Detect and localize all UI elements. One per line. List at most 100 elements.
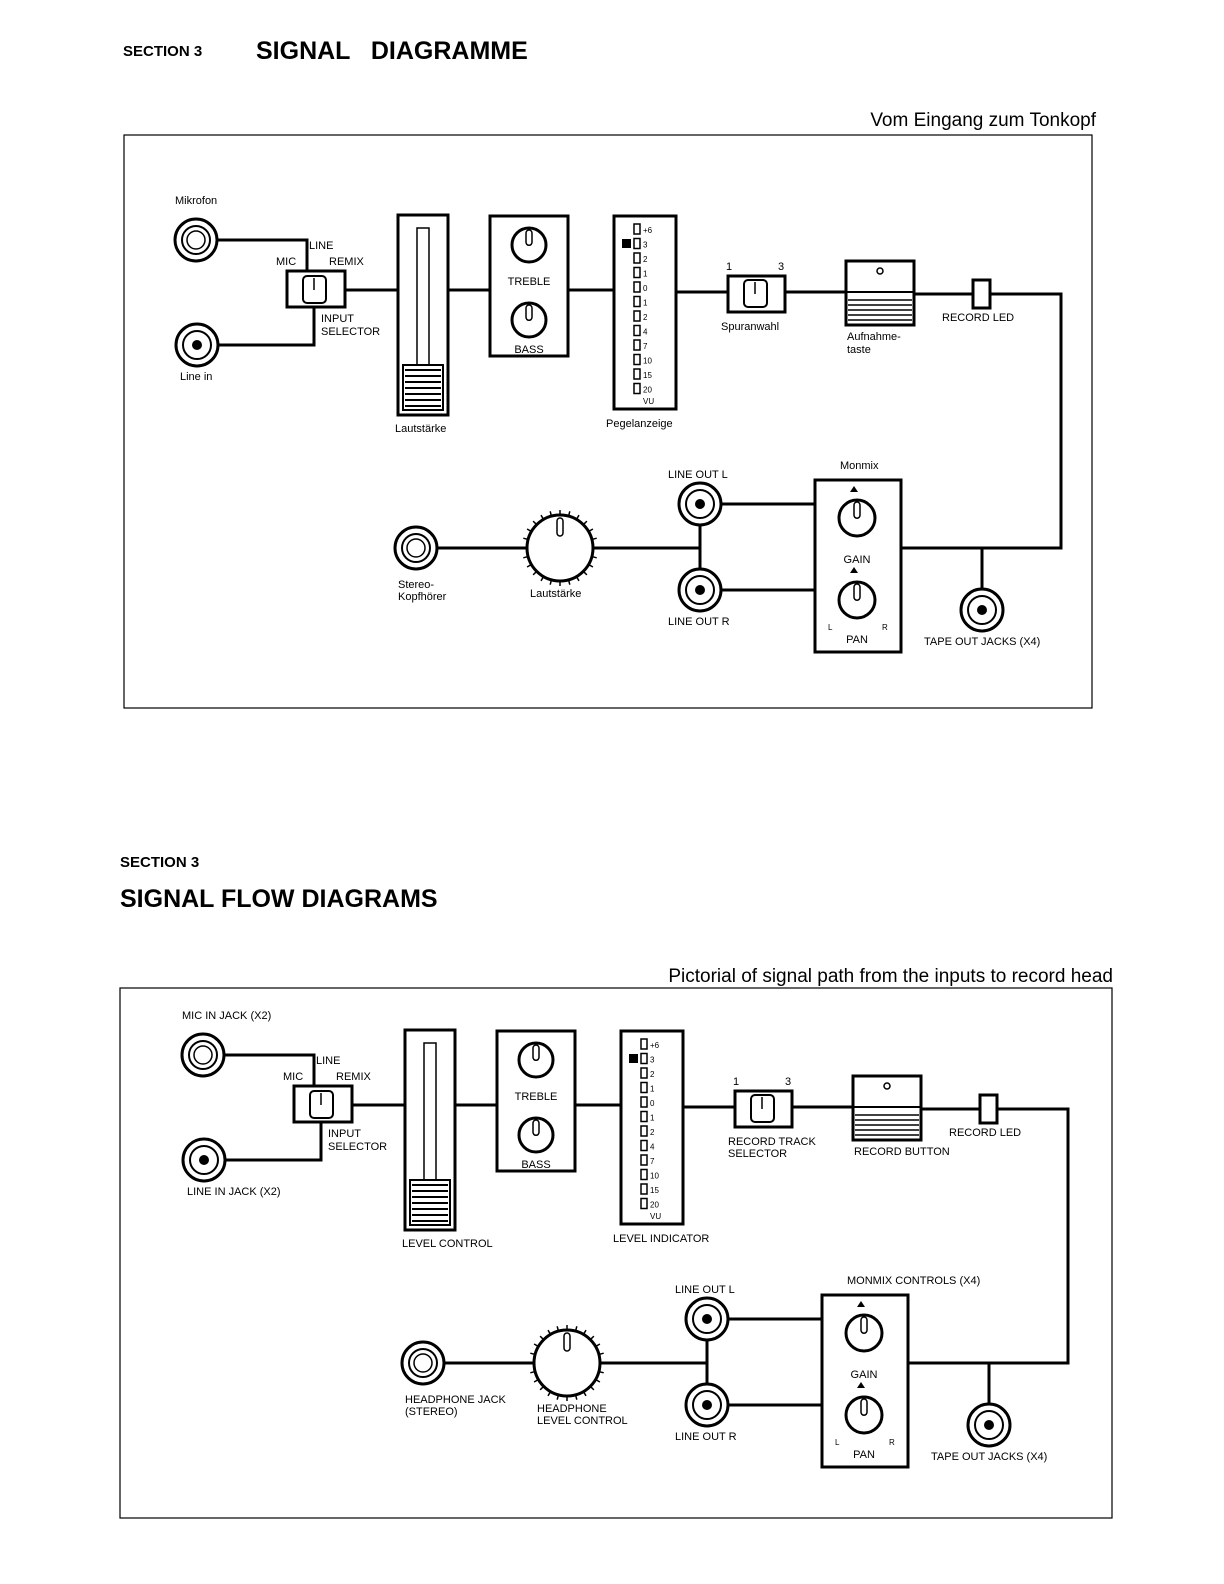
meter-scale-mark: 15 <box>650 1186 659 1195</box>
record-led <box>978 1093 999 1125</box>
line-out-r-jack-ring <box>685 575 715 605</box>
wire-mic-to-selector <box>217 238 309 274</box>
gain-knob <box>844 1313 884 1353</box>
record-led-label: RECORD LED <box>949 1127 1021 1139</box>
pan-l-label: L <box>835 1438 840 1447</box>
wire-line-to-selector <box>218 307 316 347</box>
headphone-level-knob-tick <box>575 514 580 520</box>
meter-led <box>633 237 641 250</box>
line-in-jack-pin <box>199 1155 209 1165</box>
meter-led <box>633 339 641 351</box>
pan-label: PAN <box>853 1449 875 1461</box>
selector-remix-label: REMIX <box>336 1071 372 1083</box>
headphone-level-knob-tick <box>582 570 588 576</box>
meter-led <box>640 1139 648 1152</box>
headphone-level-knob-tick <box>556 1326 560 1332</box>
line-out-r-jack-ring <box>692 1390 722 1420</box>
bass-knob <box>510 301 548 339</box>
pan-indicator-arrow <box>857 1382 865 1388</box>
line-out-l-label: LINE OUT L <box>675 1284 735 1296</box>
meter-led <box>640 1125 648 1137</box>
selector-remix-label: REMIX <box>329 256 365 268</box>
headphone-jack-ring <box>401 533 431 563</box>
record-button-dot <box>876 267 884 275</box>
headphone-level-label-2: LEVEL CONTROL <box>537 1415 628 1427</box>
tape-out-jack <box>959 587 1005 633</box>
meter-vu-mark: VU <box>643 397 654 406</box>
headphone-level-label: Lautstärke <box>530 588 581 600</box>
line-out-r-label: LINE OUT R <box>668 616 730 628</box>
line-out-l-jack <box>677 481 723 527</box>
headphone-level-knob-tick <box>533 1378 539 1383</box>
headphone-level-knob-tick <box>556 1394 560 1400</box>
record-button-label: Aufnahme- <box>847 331 901 343</box>
treble-knob-pointer <box>532 1044 540 1062</box>
pan-r-label: R <box>889 1438 895 1447</box>
mic-in-jack-inner <box>186 230 206 250</box>
wire-line-to-selector <box>225 1122 323 1162</box>
headphone-level-knob-tick <box>526 563 532 568</box>
meter-scale-mark: 15 <box>643 371 652 380</box>
line-out-l-jack <box>684 1296 730 1342</box>
level-indicator-body <box>619 1029 685 1226</box>
meter-scale-mark: +6 <box>643 226 653 235</box>
pan-indicator-arrow <box>850 567 858 573</box>
top-diagram: SECTION 3 SIGNAL DIAGRAMME Vom Eingang z… <box>123 37 1097 709</box>
meter-scale-mark: 10 <box>643 357 652 366</box>
top-section-label: SECTION 3 <box>123 43 202 60</box>
meter-scale-mark: 0 <box>650 1099 655 1108</box>
headphone-level-knob-tick <box>523 537 529 541</box>
meter-led <box>633 382 641 395</box>
bottom-frame <box>119 987 1113 1519</box>
headphone-level-knob-tick <box>539 1385 545 1391</box>
headphone-jack-inner <box>413 1353 433 1373</box>
meter-scale-mark: 20 <box>650 1201 659 1210</box>
mic-jack-label: MIC IN JACK (X2) <box>182 1010 271 1022</box>
headphone-jack-ring <box>408 1348 438 1378</box>
meter-led <box>633 310 641 322</box>
bass-knob-pointer <box>525 304 533 322</box>
headphone-level-knob-tick <box>589 1335 595 1341</box>
headphone-level-knob-tick <box>549 579 553 585</box>
line-out-l-jack-pin <box>695 499 705 509</box>
meter-scale-mark: 4 <box>650 1143 655 1152</box>
line-in-jack <box>174 322 220 368</box>
meter-scale-mark: 1 <box>650 1085 655 1094</box>
tape-out-label: TAPE OUT JACKS (X4) <box>924 636 1040 648</box>
meter-led <box>640 1154 648 1166</box>
headphone-level-knob-tick <box>591 537 597 541</box>
bottom-section-label: SECTION 3 <box>120 854 199 871</box>
meter-scale-mark: +6 <box>650 1041 660 1050</box>
line-out-l-jack-ring <box>685 489 715 519</box>
meter-scale-mark: 3 <box>643 241 648 250</box>
pan-label: PAN <box>846 634 868 646</box>
meter-led <box>633 223 641 235</box>
level-control-label: LEVEL CONTROL <box>402 1238 493 1250</box>
gain-indicator-arrow <box>857 1301 865 1307</box>
mic-in-jack-inner <box>193 1045 213 1065</box>
top-title: SIGNAL DIAGRAMME <box>256 37 528 65</box>
line-out-l-jack-ring <box>692 1304 722 1334</box>
record-led <box>971 278 992 310</box>
headphone-level-knob-tick <box>547 1391 552 1397</box>
line-in-jack-label: Line in <box>180 371 212 383</box>
headphone-level-knob-tick <box>574 1326 578 1332</box>
headphone-level-knob-tick <box>539 1335 545 1341</box>
headphone-level-knob-tick <box>530 1352 536 1356</box>
gain-knob <box>837 498 877 538</box>
selector-input-label: INPUT <box>328 1128 361 1140</box>
headphone-level-knob-tick <box>598 1370 604 1374</box>
headphone-jack <box>393 525 439 571</box>
meter-scale-mark: 1 <box>650 1114 655 1123</box>
line-in-jack <box>181 1137 227 1183</box>
tape-out-label: TAPE OUT JACKS (X4) <box>931 1451 1047 1463</box>
bottom-title: SIGNAL FLOW DIAGRAMS <box>120 885 438 913</box>
meter-led <box>633 368 641 380</box>
record-button-label: RECORD BUTTON <box>854 1146 950 1158</box>
wire-mic-to-selector <box>224 1053 316 1089</box>
treble-knob <box>510 226 548 264</box>
meter-led <box>633 252 641 264</box>
line-out-r-jack-pin <box>695 585 705 595</box>
track-selector-label: Spuranwahl <box>721 321 779 333</box>
line-in-jack-ring <box>182 330 212 360</box>
